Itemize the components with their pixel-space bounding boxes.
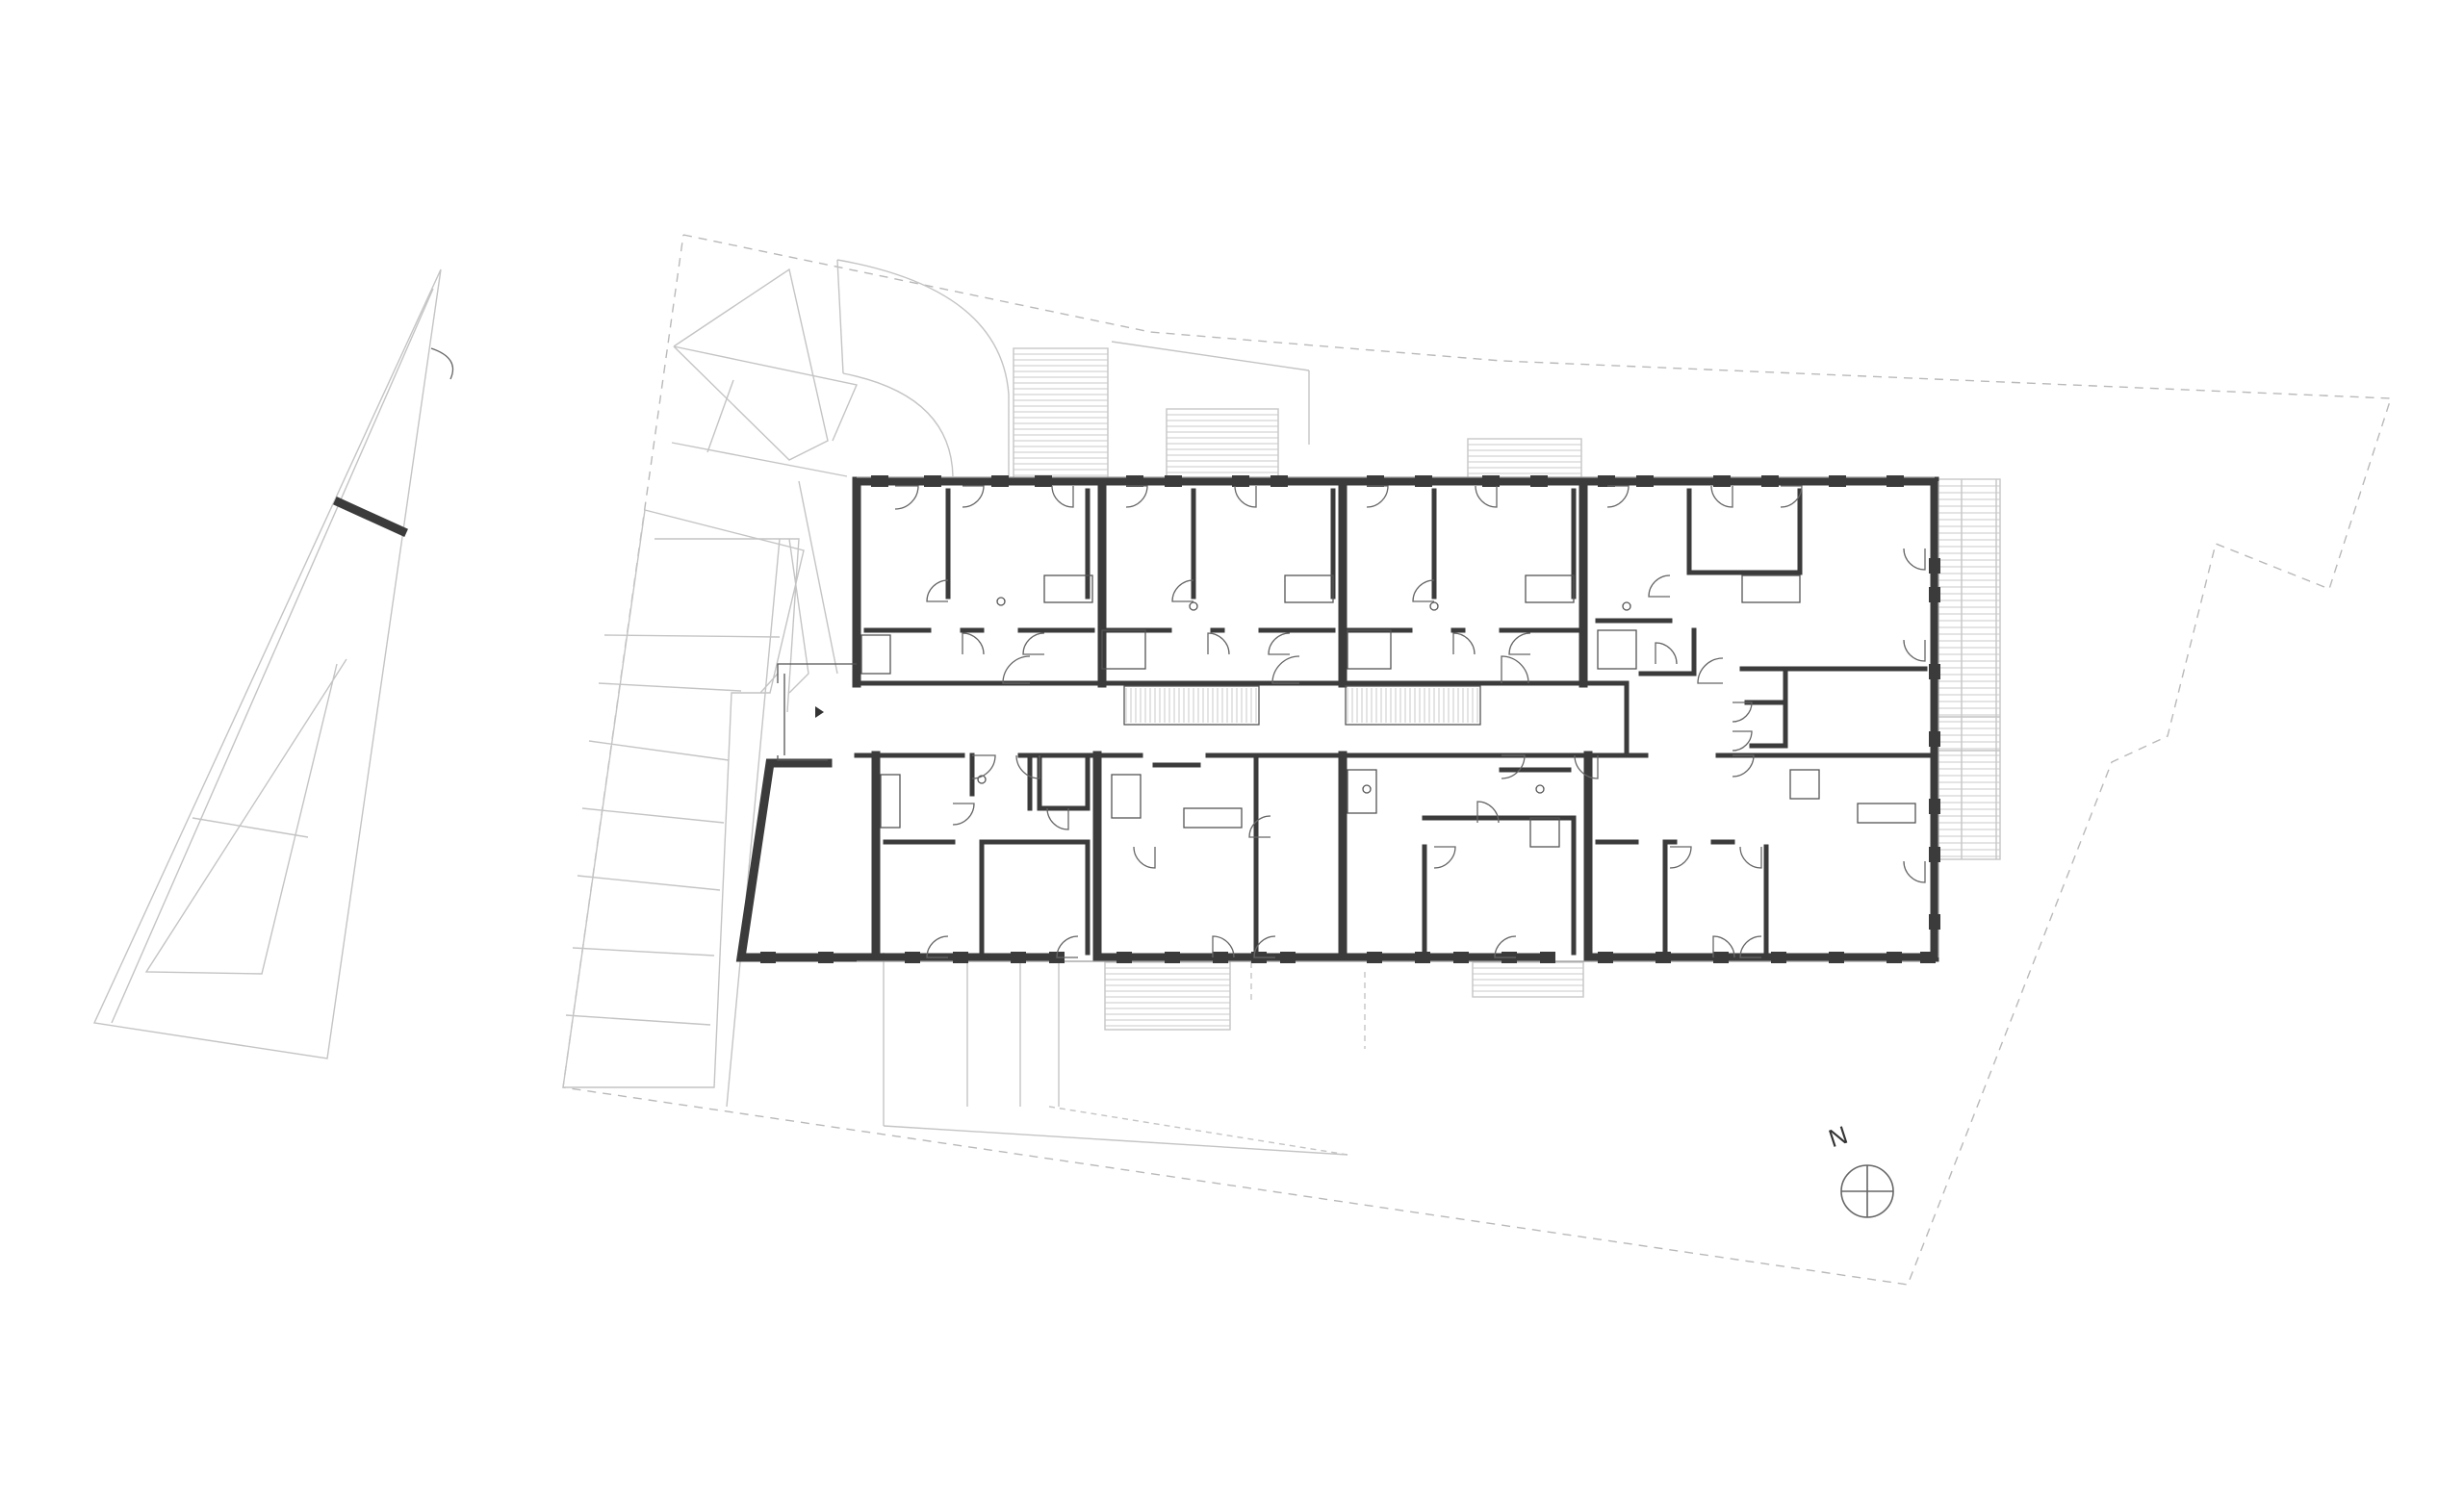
west-plot-wall [333, 497, 408, 537]
door-swings [894, 485, 1926, 958]
entrance [777, 663, 857, 761]
entrance-arrow-icon [815, 706, 824, 718]
site-context [92, 234, 2392, 1286]
fixtures [860, 574, 1916, 848]
west-plot [92, 268, 442, 1059]
interior-stairs [1123, 685, 1481, 726]
compass-label: N [1825, 1120, 1851, 1153]
west-parking [562, 509, 805, 1088]
step-hatching [1014, 347, 2000, 1027]
north-steps-1 [1013, 347, 1109, 480]
north-arrow-icon: N [1825, 1120, 1894, 1218]
window-glazing [760, 475, 1940, 963]
property-boundary [562, 234, 2392, 1286]
building-walls [735, 476, 1939, 962]
